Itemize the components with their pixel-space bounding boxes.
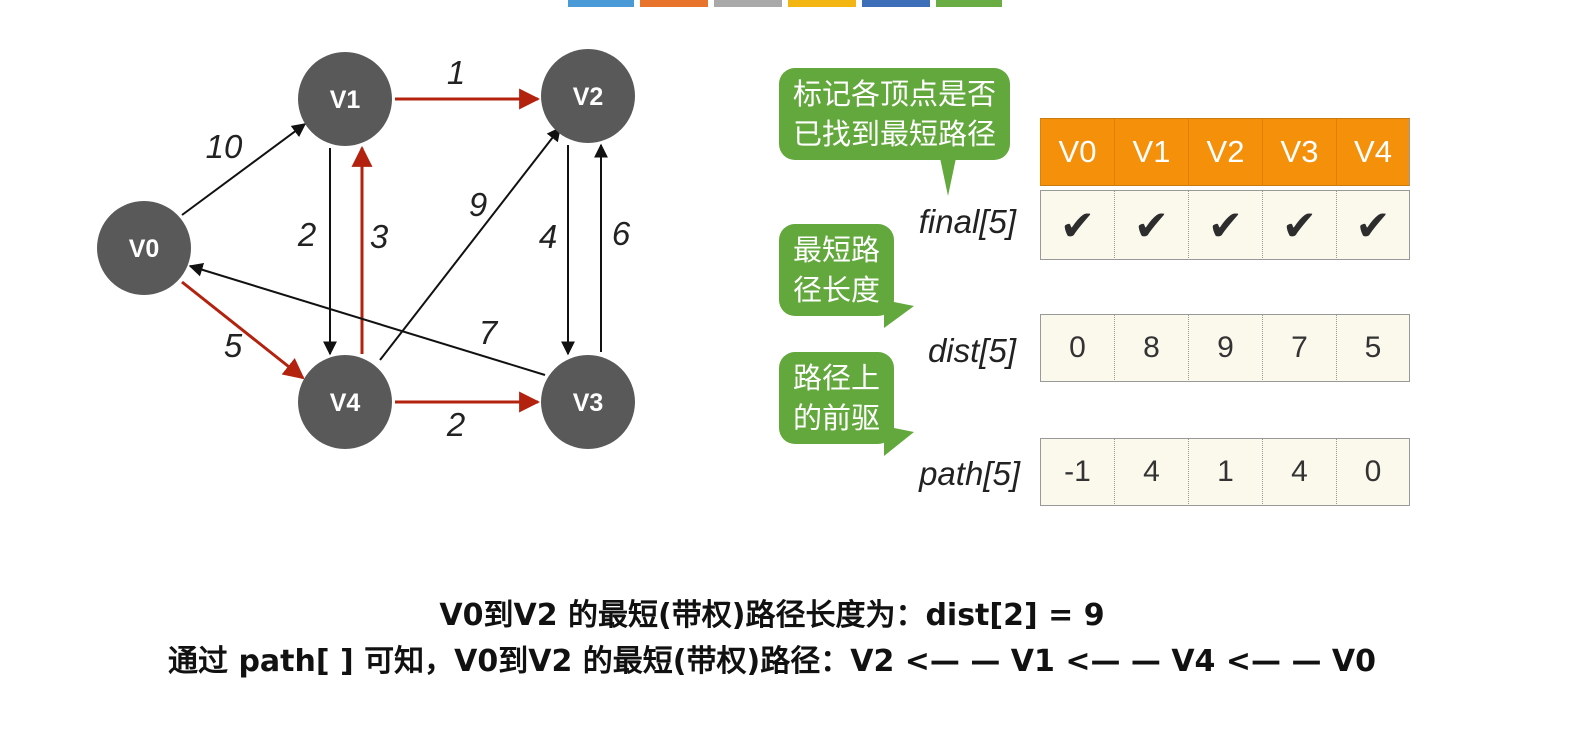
path-cell-v2: 1 [1188, 438, 1262, 506]
callout-path-line-1: 路径上 [793, 361, 881, 395]
edge-weight-v2-v3: 4 [539, 218, 557, 255]
callout-path-line-2: 的前驱 [793, 401, 881, 435]
final-cell-v4: ✔ [1336, 190, 1410, 260]
node-v0: V0 [97, 201, 191, 295]
path-array-label: path[5] [919, 455, 1020, 492]
final-row: ✔ ✔ ✔ ✔ ✔ [1040, 190, 1410, 260]
final-cell-v2: ✔ [1188, 190, 1262, 260]
edge-weight-v4-v3: 2 [446, 406, 465, 443]
strip-segment-gray [714, 0, 782, 7]
edge-weight-v1-v4: 2 [297, 216, 316, 253]
callout-dist-line-1: 最短路 [793, 233, 881, 267]
path-cell-v4: 0 [1336, 438, 1410, 506]
node-v3: V3 [541, 355, 635, 449]
path-row: -1 4 1 4 0 [1040, 438, 1410, 506]
strip-segment-orange [640, 0, 708, 7]
node-v2: V2 [541, 49, 635, 143]
edge-v0-v1 [181, 123, 307, 216]
node-v4-label: V4 [330, 389, 361, 417]
table-header-row: V0 V1 V2 V3 V4 [1040, 118, 1410, 186]
callout-final-line-2: 已找到最短路径 [793, 117, 997, 151]
callout-dist: 最短路 径长度 [779, 224, 895, 316]
node-v2-label: V2 [573, 83, 604, 111]
node-v1: V1 [298, 52, 392, 146]
callout-final: 标记各顶点是否 已找到最短路径 [779, 68, 1011, 160]
final-cell-v0: ✔ [1040, 190, 1114, 260]
callout-path-tail [884, 426, 914, 456]
final-array-label: final[5] [918, 203, 1016, 240]
node-v3-label: V3 [573, 389, 604, 417]
strip-segment-yellow [788, 0, 856, 7]
edge-weight-v0-v4: 5 [224, 327, 243, 364]
node-v1-label: V1 [330, 86, 361, 114]
dist-array-label: dist[5] [927, 332, 1016, 369]
edge-weight-v4-v2: 9 [469, 186, 487, 223]
dist-row: 0 8 9 7 5 [1040, 314, 1410, 382]
conclusion-line-2: 通过 path[ ] 可知，V0到V2 的最短(带权)路径：V2 <— — V1… [168, 644, 1376, 679]
edge-weight-v1-v2: 1 [447, 54, 465, 91]
node-v0-label: V0 [129, 235, 160, 263]
header-cell-v3: V3 [1262, 118, 1336, 186]
callout-final-line-1: 标记各顶点是否 [793, 77, 997, 111]
path-cell-v0: -1 [1040, 438, 1114, 506]
edge-weight-v3-v2: 6 [612, 215, 631, 252]
final-cell-v1: ✔ [1114, 190, 1188, 260]
dist-cell-v0: 0 [1040, 314, 1114, 382]
edge-v4-v2 [379, 126, 561, 361]
dist-cell-v1: 8 [1114, 314, 1188, 382]
header-cell-v1: V1 [1114, 118, 1188, 186]
edge-weight-v3-v0: 7 [479, 314, 499, 351]
graph-diagram: 10 1 2 3 9 4 6 7 5 2 V0 V1 V2 V3 V4 [97, 49, 635, 449]
header-cell-v4: V4 [1336, 118, 1410, 186]
strip-segment-green [936, 0, 1002, 7]
path-cell-v1: 4 [1114, 438, 1188, 506]
node-v4: V4 [298, 355, 392, 449]
top-color-strip [568, 0, 1008, 7]
header-cell-v0: V0 [1040, 118, 1114, 186]
strip-segment-navy [862, 0, 930, 7]
edge-weight-v4-v1: 3 [370, 218, 389, 255]
callout-path: 路径上 的前驱 [779, 352, 895, 444]
edge-v0-v4 [181, 280, 305, 380]
callout-dist-line-2: 径长度 [793, 273, 881, 307]
dist-cell-v4: 5 [1336, 314, 1410, 382]
callout-dist-tail [884, 300, 914, 328]
conclusion-line-1: V0到V2 的最短(带权)路径长度为：dist[2] = 9 [439, 598, 1105, 633]
strip-segment-blue [568, 0, 634, 7]
callout-final-tail [940, 158, 956, 196]
edge-weight-v0-v1: 10 [206, 128, 243, 165]
edge-v3-v0 [188, 263, 546, 376]
dist-cell-v3: 7 [1262, 314, 1336, 382]
dist-cell-v2: 9 [1188, 314, 1262, 382]
header-cell-v2: V2 [1188, 118, 1262, 186]
final-cell-v3: ✔ [1262, 190, 1336, 260]
path-cell-v3: 4 [1262, 438, 1336, 506]
